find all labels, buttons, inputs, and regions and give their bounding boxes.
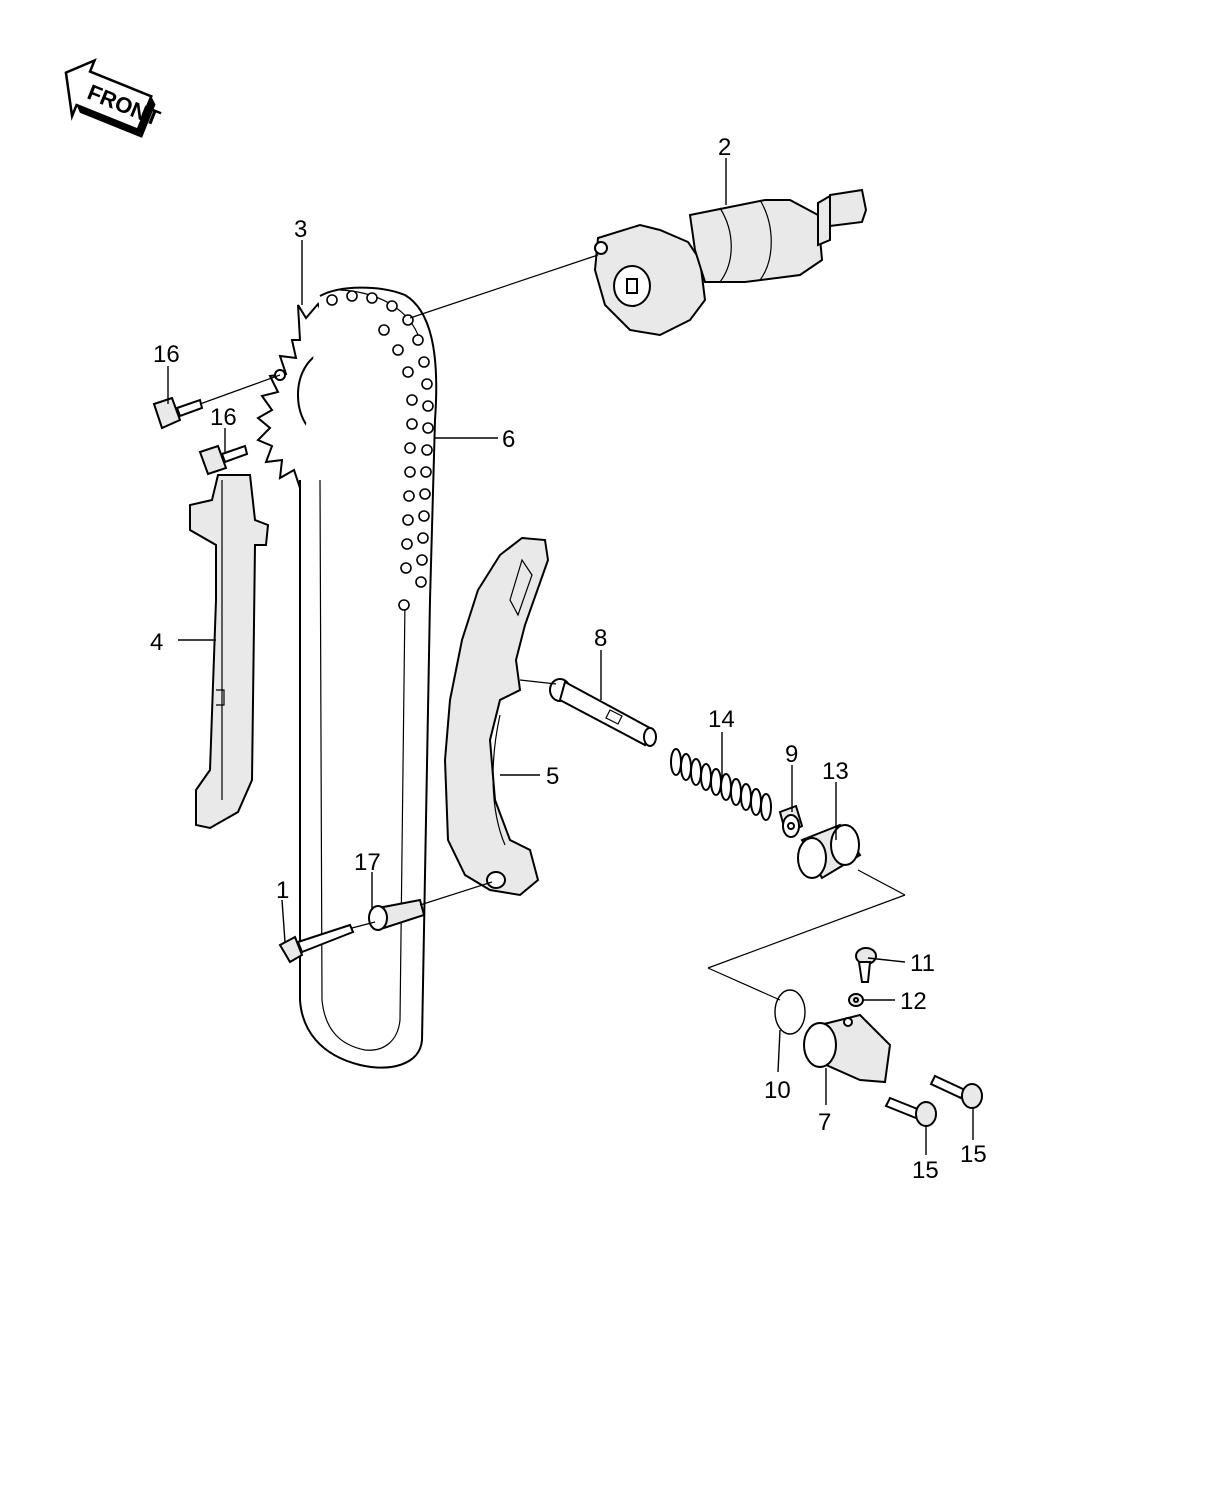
- bolt-16-upper: [152, 396, 204, 430]
- callout-1: 1: [276, 877, 289, 904]
- camshaft: [593, 188, 868, 337]
- callout-6: 6: [502, 426, 515, 453]
- callout-11: 11: [910, 950, 935, 977]
- callout-14: 14: [708, 706, 735, 733]
- assembly-lines: [199, 254, 906, 1001]
- callout-3: 3: [294, 216, 307, 243]
- tensioner-pin-8: [549, 678, 657, 747]
- chain-guide: [189, 474, 270, 830]
- cam-chain: [299, 286, 438, 1069]
- plunger-cap-9: [778, 804, 804, 838]
- callout-2: 2: [718, 134, 731, 161]
- callout-16a: 16: [153, 341, 180, 368]
- tensioner-guide-arm: [443, 536, 550, 897]
- washer-12: [848, 993, 864, 1007]
- sleeve-13: [797, 823, 862, 880]
- spring-14: [670, 748, 772, 821]
- callout-16b: 16: [210, 404, 237, 431]
- bolt-15-lower: [884, 1096, 937, 1127]
- bolt-16-lower: [198, 444, 249, 476]
- callout-10: 10: [764, 1077, 791, 1104]
- bolt-15-upper: [929, 1074, 983, 1109]
- callout-15a: 15: [912, 1157, 939, 1184]
- tensioner-body-7: [803, 1013, 892, 1084]
- leader-lines: [167, 158, 974, 1155]
- callout-7: 7: [818, 1109, 831, 1136]
- front-arrow-icon: FRONT: [64, 58, 164, 138]
- callout-8: 8: [594, 625, 607, 652]
- callout-4: 4: [150, 629, 163, 656]
- callout-17: 17: [354, 849, 381, 876]
- callout-9: 9: [785, 741, 798, 768]
- callout-5: 5: [546, 763, 559, 790]
- callout-13: 13: [822, 758, 849, 785]
- o-ring-10: [774, 989, 806, 1035]
- bolt-1: [278, 923, 355, 964]
- bolt-11: [855, 947, 877, 983]
- callout-12: 12: [900, 988, 927, 1015]
- callout-15b: 15: [960, 1141, 987, 1168]
- collar-17: [368, 898, 426, 931]
